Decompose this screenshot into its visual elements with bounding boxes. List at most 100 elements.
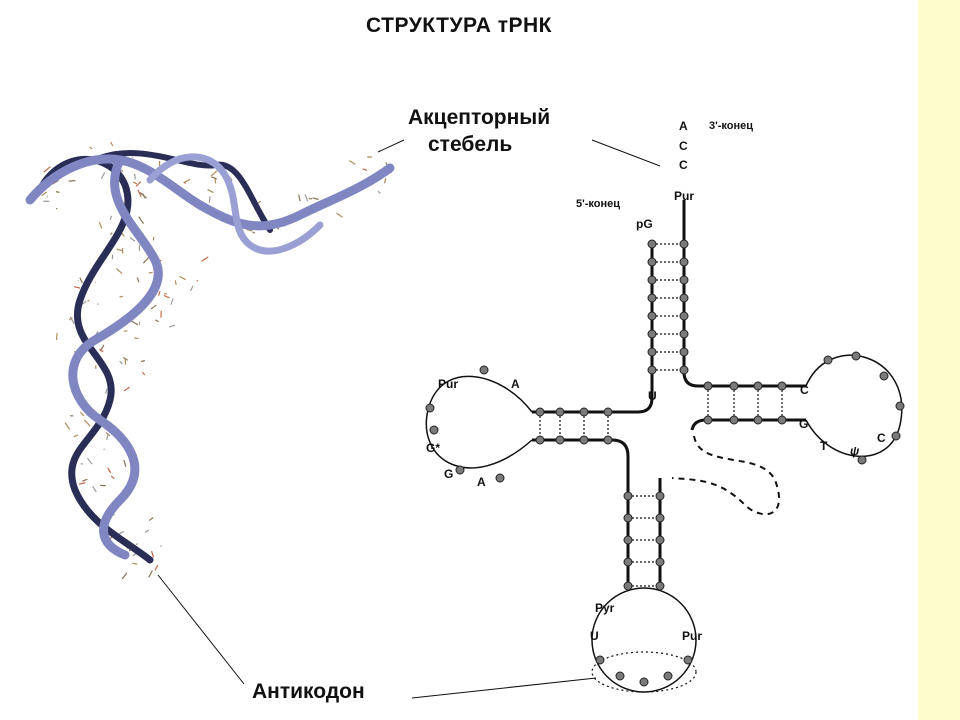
d-arm-lower-strand [532, 438, 630, 590]
nucleotide-dot [679, 311, 689, 321]
atom-bond [119, 360, 124, 365]
acceptor-stem-line2: стебель [428, 133, 513, 156]
atom-bond [133, 173, 136, 180]
nucleotide-dot [895, 401, 905, 411]
atom-bond [136, 277, 140, 283]
nucleotide-dot [703, 381, 713, 391]
atom-bond [252, 231, 256, 234]
atom-bond [99, 348, 104, 353]
atom-bond [144, 529, 150, 533]
atom-bond [104, 388, 108, 394]
variable-loop [671, 435, 781, 516]
atom-bond [98, 222, 103, 229]
atom-bond [41, 191, 48, 197]
atom-bond [130, 320, 139, 326]
nucleotide-dot [777, 381, 787, 391]
nucleotide-dot [655, 557, 665, 567]
tail-c1: C [679, 139, 688, 153]
acceptor-5-strand [532, 240, 654, 414]
atom-bond [246, 229, 253, 232]
t-loop-t: T [820, 439, 828, 453]
nucleotide-dot [851, 351, 861, 361]
nucleotide-dot [823, 355, 833, 365]
anticodon-label: Антикодон [252, 680, 365, 703]
leader-anticodon-right [411, 677, 597, 699]
nucleotide-dot [647, 365, 657, 375]
atom-bond [100, 172, 106, 180]
nucleotide-dot [647, 329, 657, 339]
atom-bond [64, 422, 71, 430]
atom-bond [154, 564, 159, 571]
atom-bond [115, 268, 123, 275]
leader-acceptor-left [377, 139, 405, 153]
nucleotide-dot [425, 403, 435, 413]
atom-bond [122, 356, 129, 361]
atom-bond [377, 190, 381, 194]
nucleotide-dot [623, 557, 633, 567]
t-loop-c-top: C [800, 383, 809, 397]
page-title: СТРУКТУРА тРНК [366, 14, 552, 37]
atom-bond [132, 562, 138, 565]
atom-bond [133, 181, 138, 185]
atom-bond [151, 550, 155, 558]
t-loop-g: G [799, 417, 808, 431]
atom-bond [138, 216, 144, 224]
atom-bond [201, 256, 209, 262]
atom-bond [92, 486, 97, 493]
atom-bond [164, 292, 168, 295]
atom-bond [196, 279, 199, 282]
nucleotide-dot [663, 671, 673, 681]
atom-bond [86, 457, 93, 465]
atom-bond [121, 572, 128, 580]
nucleotide-dot [857, 455, 867, 465]
atom-bond [110, 141, 114, 147]
anticodon-highlight [591, 651, 697, 693]
atom-bond [79, 411, 85, 417]
atom-bond [298, 194, 301, 202]
anticodon-pyr: Pyr [595, 601, 615, 615]
atom-bond [158, 290, 161, 296]
nucleotide-dot [679, 239, 689, 249]
atom-bond [55, 207, 58, 210]
atom-bond [168, 324, 176, 328]
atom-bond [81, 300, 87, 305]
atom-bond [87, 299, 90, 302]
nucleotide-dot [729, 415, 739, 425]
atom-bond [135, 543, 139, 546]
nucleotide-dot [647, 239, 657, 249]
atom-bond [89, 146, 93, 150]
atom-bond [210, 170, 218, 177]
anticodon-loop [591, 587, 697, 693]
t-loop-c-bottom: C [877, 431, 886, 445]
nucleotide-dot [683, 655, 693, 665]
atom-bond [99, 344, 105, 352]
atom-bond [174, 280, 177, 285]
nucleotide-dot [891, 431, 901, 441]
d-loop-pur: Pur [438, 377, 458, 391]
atom-bond [123, 386, 130, 392]
ribbon-strand-loop [68, 155, 163, 560]
nucleotide-dot [579, 435, 589, 445]
atom-bond [208, 196, 211, 203]
atom-bond [68, 179, 76, 182]
atom-bond [150, 304, 157, 310]
atom-bond [349, 160, 356, 165]
nucleotide-dot [753, 415, 763, 425]
nucleotide-dot [647, 293, 657, 303]
atom-bond [73, 434, 79, 438]
leader-anticodon-left [157, 574, 245, 685]
nucleotide-dot [429, 425, 439, 435]
nucleotide-dot [647, 257, 657, 267]
acceptor-stem-line1: Акцепторный [408, 106, 551, 129]
nucleotide-dot [455, 465, 465, 475]
atom-bond [154, 319, 160, 323]
nucleotide-dot [679, 329, 689, 339]
atom-bond [362, 168, 368, 172]
atom-bond [107, 467, 112, 474]
atom-bond [142, 256, 150, 264]
nucleotide-dot [879, 371, 889, 381]
atom-bond [123, 460, 127, 468]
d-loop-a-bottom: A [477, 475, 486, 489]
atom-bond [152, 236, 155, 241]
atom-bond [43, 166, 51, 173]
